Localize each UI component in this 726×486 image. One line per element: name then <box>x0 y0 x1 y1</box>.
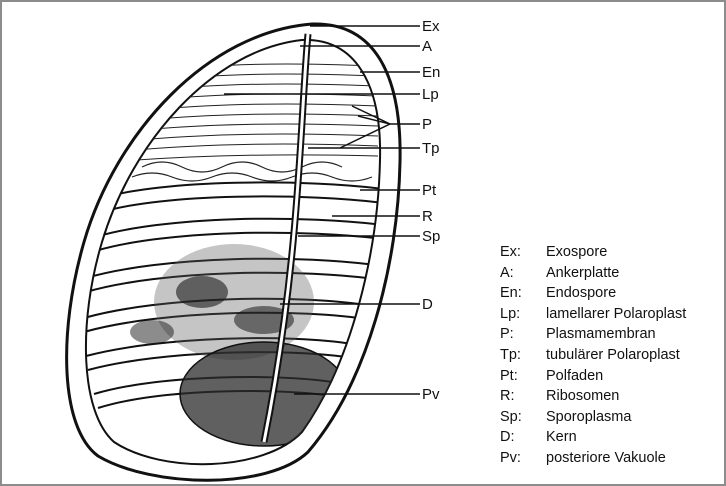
legend-abbr: Tp: <box>500 345 546 366</box>
legend-row: Sp:Sporoplasma <box>500 407 686 428</box>
legend-row: Pv:posteriore Vakuole <box>500 448 686 469</box>
legend-abbr: A: <box>500 263 546 284</box>
label-p: P <box>422 116 432 133</box>
legend-term: Kern <box>546 427 577 448</box>
label-ex: Ex <box>422 18 440 35</box>
legend-term: posteriore Vakuole <box>546 448 666 469</box>
legend-term: Ribosomen <box>546 386 619 407</box>
label-pt: Pt <box>422 182 437 199</box>
label-a: A <box>422 38 432 55</box>
label-lp: Lp <box>422 86 439 103</box>
legend-term: Endospore <box>546 283 616 304</box>
legend-row: Pt:Polfaden <box>500 366 686 387</box>
legend-term: Plasmamembran <box>546 324 656 345</box>
legend-abbr: Pt: <box>500 366 546 387</box>
legend-row: P:Plasmamembran <box>500 324 686 345</box>
legend-abbr: Sp: <box>500 407 546 428</box>
legend-abbr: En: <box>500 283 546 304</box>
label-sp: Sp <box>422 228 440 245</box>
label-d: D <box>422 296 433 313</box>
legend-row: Ex:Exospore <box>500 242 686 263</box>
legend-term: Polfaden <box>546 366 603 387</box>
legend-abbr: P: <box>500 324 546 345</box>
legend-abbr: Pv: <box>500 448 546 469</box>
legend: Ex:Exospore A:Ankerplatte En:Endospore L… <box>500 242 686 469</box>
legend-row: En:Endospore <box>500 283 686 304</box>
legend-row: D:Kern <box>500 427 686 448</box>
legend-term: Exospore <box>546 242 607 263</box>
label-pv: Pv <box>422 386 440 403</box>
legend-abbr: Lp: <box>500 304 546 325</box>
legend-abbr: D: <box>500 427 546 448</box>
legend-row: R:Ribosomen <box>500 386 686 407</box>
legend-row: Lp:lamellarer Polaroplast <box>500 304 686 325</box>
legend-term: Sporoplasma <box>546 407 631 428</box>
legend-term: Ankerplatte <box>546 263 619 284</box>
legend-abbr: Ex: <box>500 242 546 263</box>
legend-row: Tp:tubulärer Polaroplast <box>500 345 686 366</box>
label-tp: Tp <box>422 140 440 157</box>
label-en: En <box>422 64 440 81</box>
legend-term: lamellarer Polaroplast <box>546 304 686 325</box>
legend-abbr: R: <box>500 386 546 407</box>
legend-term: tubulärer Polaroplast <box>546 345 680 366</box>
legend-row: A:Ankerplatte <box>500 263 686 284</box>
label-r: R <box>422 208 433 225</box>
